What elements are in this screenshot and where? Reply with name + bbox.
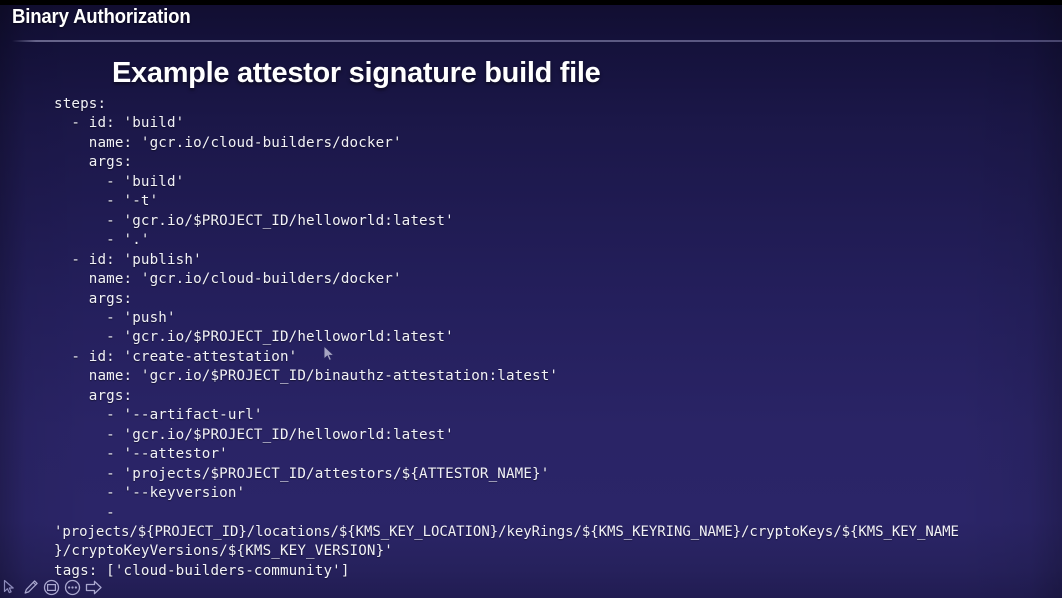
- presentation-toolbar[interactable]: [0, 576, 103, 598]
- pointer-icon[interactable]: [0, 578, 19, 597]
- code-line: - id: 'build': [54, 115, 185, 132]
- code-line: tags: ['cloud-builders-community']: [54, 562, 350, 579]
- mouse-cursor-icon: [323, 346, 335, 361]
- code-line: - id: 'create-attestation': [54, 348, 298, 365]
- code-line: }/cryptoKeyVersions/${KMS_KEY_VERSION}': [54, 543, 393, 560]
- code-line: -: [54, 504, 115, 521]
- code-line: - 'gcr.io/$PROJECT_ID/helloworld:latest': [54, 329, 454, 346]
- more-options-icon[interactable]: [63, 578, 82, 597]
- slide-kicker-title: Binary Authorization: [12, 6, 191, 28]
- code-line: - 'gcr.io/$PROJECT_ID/helloworld:latest': [54, 426, 454, 443]
- next-slide-arrow-icon[interactable]: [84, 578, 103, 597]
- slide-menu-icon[interactable]: [42, 578, 61, 597]
- code-line: - '.': [54, 232, 150, 249]
- pen-icon[interactable]: [21, 578, 40, 597]
- code-line: - '-t': [54, 193, 159, 210]
- code-line: args:: [54, 290, 133, 307]
- code-line: - 'gcr.io/$PROJECT_ID/helloworld:latest': [54, 212, 454, 229]
- code-line: name: 'gcr.io/cloud-builders/docker': [54, 271, 402, 288]
- code-line: steps:: [54, 96, 107, 112]
- code-line: - 'projects/$PROJECT_ID/attestors/${ATTE…: [54, 465, 550, 482]
- code-line: - id: 'publish': [54, 251, 202, 268]
- code-line: - '--keyversion': [54, 485, 246, 502]
- code-block: steps: - id: 'build' name: 'gcr.io/cloud…: [54, 95, 1054, 581]
- code-line: args:: [54, 387, 133, 404]
- code-line: - 'push': [54, 309, 176, 326]
- code-line: - 'build': [54, 173, 185, 190]
- header-divider-rule: [12, 40, 1062, 42]
- top-letterbox-bar: [0, 0, 1062, 5]
- code-line: args:: [54, 154, 133, 171]
- code-line: name: 'gcr.io/$PROJECT_ID/binauthz-attes…: [54, 368, 559, 385]
- code-line: name: 'gcr.io/cloud-builders/docker': [54, 134, 402, 151]
- slide-header: Binary Authorization: [12, 4, 204, 30]
- page-title: Example attestor signature build file: [112, 57, 601, 89]
- code-line: - '--artifact-url': [54, 407, 263, 424]
- code-line: 'projects/${PROJECT_ID}/locations/${KMS_…: [54, 523, 959, 540]
- code-line: - '--attestor': [54, 446, 228, 463]
